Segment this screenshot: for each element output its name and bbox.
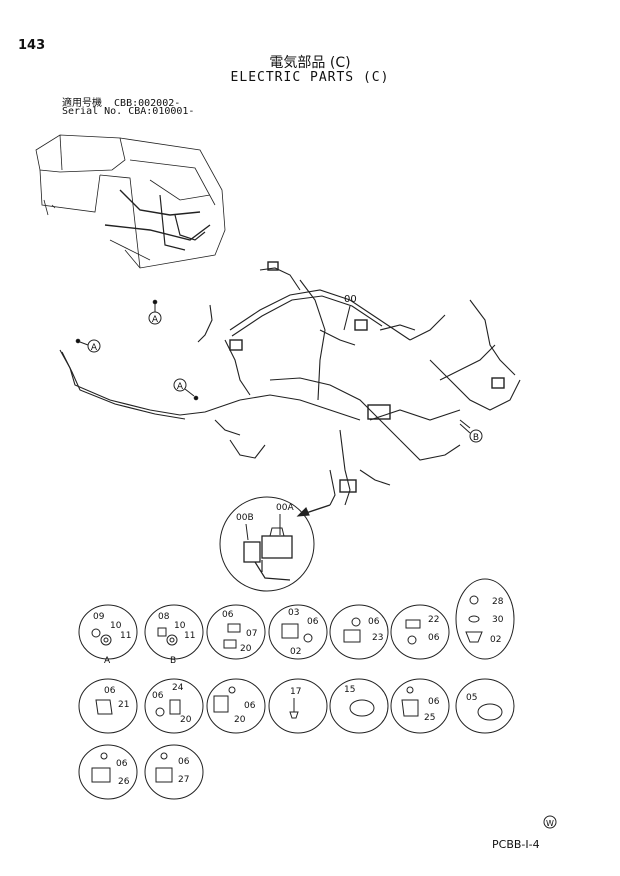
group-g12: 15 — [329, 678, 389, 734]
svg-text:22: 22 — [428, 615, 439, 625]
group-g7: 28 30 02 — [455, 578, 515, 660]
svg-text:05: 05 — [466, 693, 477, 703]
svg-text:09: 09 — [93, 612, 105, 622]
svg-text:20: 20 — [240, 644, 252, 654]
callout-markers: A A A B 00 — [75, 294, 483, 443]
svg-text:20: 20 — [234, 715, 246, 725]
svg-text:11: 11 — [184, 631, 195, 641]
callout-circle-b — [469, 429, 483, 443]
svg-text:06: 06 — [104, 686, 116, 696]
svg-text:23: 23 — [372, 633, 383, 643]
svg-text:06: 06 — [116, 759, 128, 769]
svg-text:08: 08 — [158, 612, 170, 622]
group-g1-letter: A — [104, 656, 111, 666]
svg-text:06: 06 — [222, 610, 234, 620]
callout-a1-label: A — [152, 315, 159, 325]
detail-label-00a: 00A — [276, 503, 294, 513]
title-english: ELECTRIC PARTS (C) — [230, 70, 390, 85]
callout-circle-a3 — [173, 378, 187, 392]
svg-text:20: 20 — [180, 715, 192, 725]
svg-text:02: 02 — [490, 635, 501, 645]
group-g5: 06 23 — [329, 604, 389, 660]
svg-text:06: 06 — [428, 633, 440, 643]
serial-line-en: Serial No. CBA:010001- — [62, 106, 195, 117]
main-harness — [59, 261, 521, 517]
serial-line-jp: 適用号機 CBB:002002- — [62, 98, 181, 109]
group-g3: 06 07 20 — [206, 604, 266, 660]
callout-b-label: B — [473, 433, 479, 443]
svg-text:06: 06 — [368, 617, 380, 627]
drawing-code: PCBB-I-4 — [492, 838, 540, 851]
callout-circle-a2 — [87, 339, 101, 353]
group-g9: 06 24 20 — [144, 678, 204, 734]
detail-label-00b: 00B — [236, 513, 254, 523]
callout-a2-label: A — [91, 343, 98, 353]
group-g13: 06 25 — [390, 678, 450, 734]
svg-text:06: 06 — [307, 617, 319, 627]
footer-mark: W — [543, 815, 557, 829]
svg-text:03: 03 — [288, 608, 299, 618]
svg-text:06: 06 — [178, 757, 190, 767]
svg-text:W: W — [546, 819, 554, 828]
svg-text:27: 27 — [178, 775, 189, 785]
svg-text:30: 30 — [492, 615, 504, 625]
title-japanese: 電気部品 (C) — [269, 55, 351, 71]
group-g11: 17 — [268, 678, 328, 734]
page-number: 143 — [18, 38, 46, 53]
svg-text:26: 26 — [118, 777, 130, 787]
svg-text:06: 06 — [244, 701, 256, 711]
svg-text:10: 10 — [174, 621, 186, 631]
group-g15: 06 26 — [78, 744, 138, 800]
svg-text:25: 25 — [424, 713, 435, 723]
main-part-label: 00 — [344, 294, 357, 305]
svg-text:06: 06 — [428, 697, 440, 707]
svg-text:06: 06 — [152, 691, 164, 701]
svg-text:21: 21 — [118, 700, 129, 710]
group-g4: 03 06 02 — [268, 604, 328, 660]
svg-text:24: 24 — [172, 683, 184, 693]
group-g6: 22 06 — [390, 604, 450, 660]
group-g14: 05 — [455, 678, 515, 734]
svg-text:17: 17 — [290, 687, 301, 697]
group-g1: 09 10 11 A — [78, 604, 138, 666]
svg-text:28: 28 — [492, 597, 504, 607]
group-g10: 06 20 — [206, 678, 266, 734]
svg-text:02: 02 — [290, 647, 301, 657]
group-g16: 06 27 — [144, 744, 204, 800]
group-g2: 08 10 11 B — [144, 604, 204, 666]
machine-overview — [35, 134, 226, 269]
detail-circle: 00A 00B — [219, 496, 315, 592]
svg-text:15: 15 — [344, 685, 355, 695]
svg-text:11: 11 — [120, 631, 131, 641]
group-g8: 06 21 — [78, 678, 138, 734]
group-g2-letter: B — [170, 656, 176, 666]
svg-text:10: 10 — [110, 621, 122, 631]
callout-a3-label: A — [177, 382, 184, 392]
svg-text:07: 07 — [246, 629, 257, 639]
